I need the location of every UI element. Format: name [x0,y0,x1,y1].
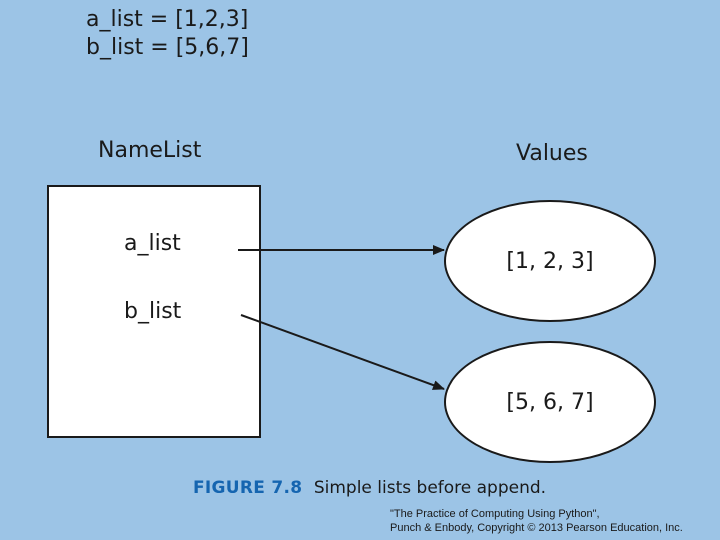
namelist-box [47,185,261,438]
credit-line-2: Punch & Enbody, Copyright © 2013 Pearson… [390,522,683,534]
value-b: [5, 6, 7] [506,389,594,415]
code-line-a: a_list = [1,2,3] [86,7,249,32]
value-oval-b: [5, 6, 7] [444,341,656,463]
value-oval-a: [1, 2, 3] [444,200,656,322]
arrow-b [240,314,445,390]
values-heading: Values [516,141,588,166]
value-a: [1, 2, 3] [506,248,594,274]
figure-label: FIGURE 7.8 [193,478,303,498]
name-b-list: b_list [124,299,182,324]
credit-line-1: "The Practice of Computing Using Python"… [390,508,600,520]
code-line-b: b_list = [5,6,7] [86,35,249,60]
figure-caption: FIGURE 7.8 Simple lists before append. [193,478,546,498]
name-a-list: a_list [124,231,181,256]
figure-caption-text: Simple lists before append. [313,478,547,498]
namelist-heading: NameList [98,138,202,163]
